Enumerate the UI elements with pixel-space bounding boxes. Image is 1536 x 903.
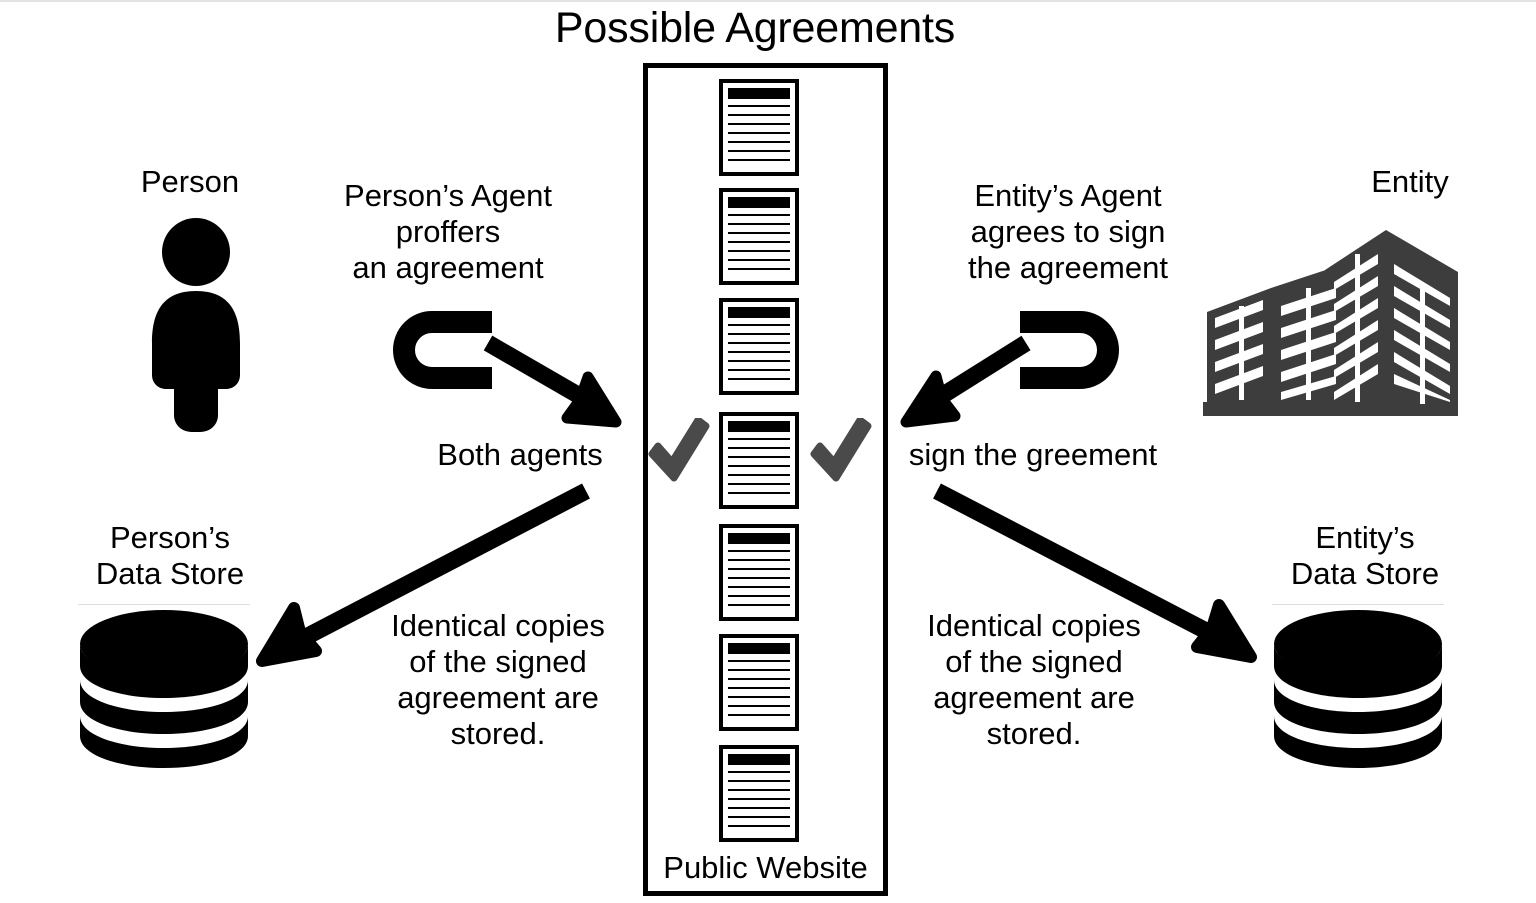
document-text-line [728,559,790,561]
document-text-line [728,465,790,467]
person-agent-note: Person’s Agent proffers an agreement [344,178,552,285]
agreement-document[interactable] [719,745,799,842]
document-text-line [728,150,790,152]
document-text-line [728,214,790,216]
document-title-bar [728,197,790,208]
person-store-note: Identical copies of the signed agreement… [391,608,605,751]
document-text-line [728,678,790,680]
document-title-bar [728,643,790,654]
document-text-line [728,132,790,134]
agreement-document[interactable] [719,524,799,621]
document-text-line [728,259,790,261]
document-text-line [728,351,790,353]
document-text-line [728,780,790,782]
document-text-line [728,604,790,606]
document-text-line [728,123,790,125]
entity-data-store-label: Entity’s Data Store [1290,520,1440,591]
document-text-line [728,114,790,116]
person-icon [140,217,252,437]
document-text-line [728,771,790,773]
document-text-line [728,714,790,716]
page-title: Possible Agreements [554,4,956,52]
both-agents-note: Both agents [437,437,603,472]
agreement-document[interactable] [719,188,799,285]
person-store-divider [78,604,250,605]
entity-store-note: Identical copies of the signed agreement… [927,608,1141,751]
document-text-line [728,250,790,252]
u-turn-loop-right-icon [1020,311,1119,389]
document-text-line [728,241,790,243]
public-website-label: Public Website [663,850,868,885]
database-cylinder-icon [1272,608,1444,777]
agreement-document[interactable] [719,412,799,509]
document-text-line [728,492,790,494]
entity-store-divider [1272,604,1444,605]
document-text-line [728,789,790,791]
office-buildings-icon [1203,226,1458,431]
document-text-line [728,342,790,344]
document-text-line [728,568,790,570]
document-text-line [728,369,790,371]
database-cylinder-icon [78,608,250,777]
document-title-bar [728,421,790,432]
document-text-line [728,456,790,458]
document-text-line [728,669,790,671]
document-text-line [728,360,790,362]
document-text-line [728,798,790,800]
person-data-store-label: Person’s Data Store [95,520,245,591]
document-text-line [728,447,790,449]
document-text-line [728,807,790,809]
document-text-line [728,105,790,107]
u-turn-loop-left-icon [393,311,492,389]
document-text-line [728,687,790,689]
document-title-bar [728,754,790,765]
document-text-line [728,595,790,597]
document-text-line [728,268,790,270]
arrow-down-right-icon [483,335,622,428]
document-text-line [728,705,790,707]
document-text-line [728,141,790,143]
document-text-line [728,660,790,662]
document-text-line [728,550,790,552]
document-text-line [728,438,790,440]
entity-agent-note: Entity’s Agent agrees to sign the agreem… [968,178,1168,285]
document-text-line [728,378,790,380]
agreement-document[interactable] [719,634,799,731]
document-text-line [728,474,790,476]
agreement-document[interactable] [719,298,799,395]
document-text-line [728,483,790,485]
document-text-line [728,223,790,225]
arrow-down-left-icon [900,335,1031,428]
document-text-line [728,324,790,326]
document-text-line [728,816,790,818]
document-text-line [728,232,790,234]
checkmark-icon [648,416,710,489]
document-text-line [728,825,790,827]
checkmark-icon [810,416,872,489]
document-text-line [728,333,790,335]
document-text-line [728,577,790,579]
sign-agreement-note: sign the greement [908,437,1158,472]
document-title-bar [728,533,790,544]
entity-label: Entity [1371,164,1449,199]
document-title-bar [728,88,790,99]
agreement-document[interactable] [719,79,799,176]
person-label: Person [140,164,240,199]
document-text-line [728,586,790,588]
document-text-line [728,696,790,698]
document-title-bar [728,307,790,318]
document-text-line [728,159,790,161]
